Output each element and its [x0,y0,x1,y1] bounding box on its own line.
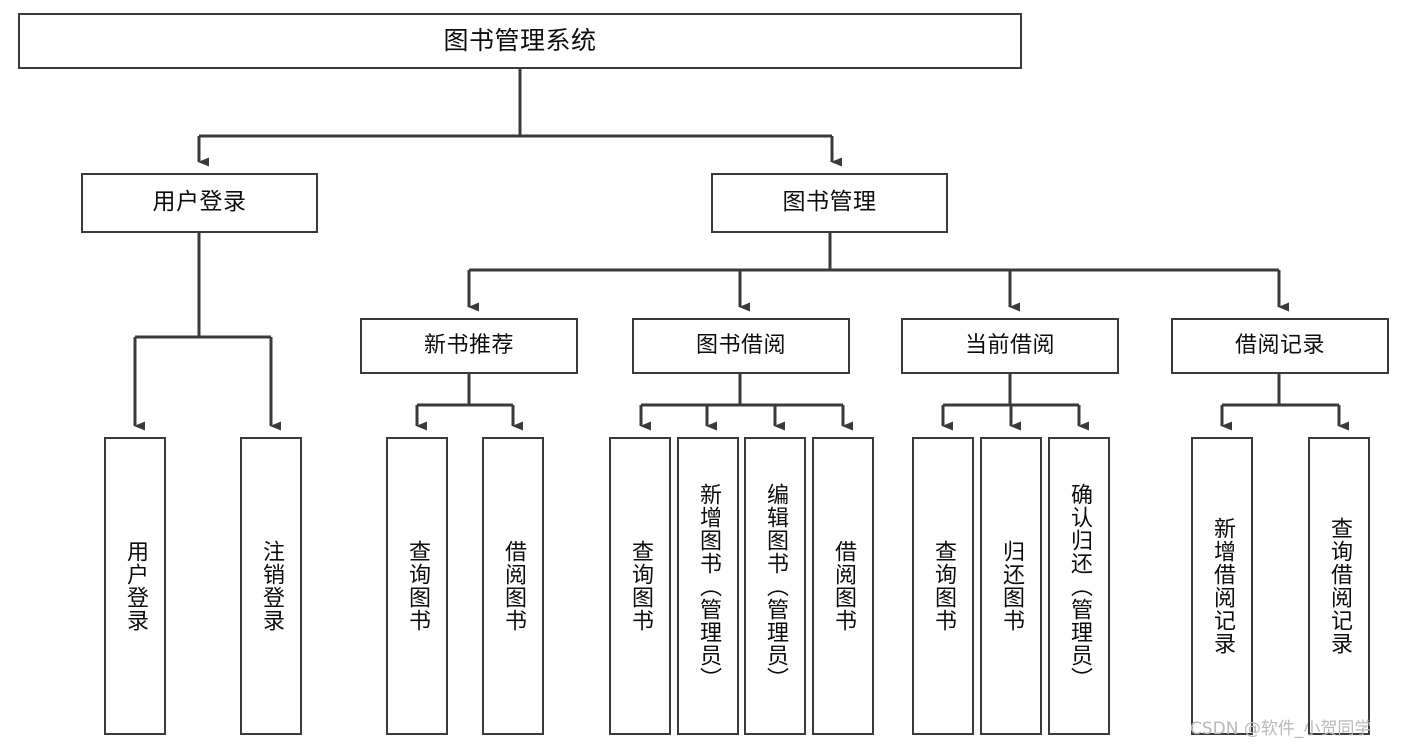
node-leaf-logout-label: 注销登录 [259,540,284,632]
node-root-label: 图书管理系统 [443,26,597,56]
node-leaf-query-book-1-label: 查询图书 [405,540,430,632]
node-leaf-add-record-label: 新增借阅记录 [1210,517,1235,655]
node-leaf-borrow-book-2[interactable]: 借阅图书 [812,437,874,735]
node-leaf-borrow-book-1[interactable]: 借阅图书 [482,437,544,735]
node-new-book-rec-label: 新书推荐 [423,333,514,359]
node-leaf-user-login-label: 用户登录 [123,540,148,632]
node-leaf-borrow-book-1-label: 借阅图书 [501,540,526,632]
node-leaf-return-book[interactable]: 归还图书 [980,437,1042,735]
node-book-borrow-label: 图书借阅 [695,333,786,359]
node-leaf-confirm-return-label: 确认归还（管理员） [1067,482,1092,690]
node-leaf-user-login[interactable]: 用户登录 [104,437,166,735]
node-leaf-return-book-label: 归还图书 [999,540,1024,632]
node-leaf-query-record[interactable]: 查询借阅记录 [1308,437,1370,735]
node-leaf-query-book-3[interactable]: 查询图书 [912,437,974,735]
node-leaf-query-book-2-label: 查询图书 [628,540,653,632]
node-leaf-edit-book[interactable]: 编辑图书（管理员） [744,437,806,735]
node-leaf-query-book-1[interactable]: 查询图书 [386,437,448,735]
node-leaf-borrow-book-2-label: 借阅图书 [831,540,856,632]
node-leaf-query-book-2[interactable]: 查询图书 [609,437,671,735]
node-leaf-add-record[interactable]: 新增借阅记录 [1191,437,1253,735]
node-current-borrow[interactable]: 当前借阅 [901,318,1119,374]
node-user-login[interactable]: 用户登录 [81,173,318,233]
node-current-borrow-label: 当前借阅 [964,333,1055,359]
node-book-borrow[interactable]: 图书借阅 [632,318,850,374]
node-leaf-logout[interactable]: 注销登录 [240,437,302,735]
node-user-login-label: 用户登录 [152,189,247,216]
node-borrow-record-label: 借阅记录 [1234,333,1325,359]
node-leaf-query-record-label: 查询借阅记录 [1327,517,1352,655]
node-book-manage-label: 图书管理 [782,189,877,216]
csdn-watermark: CSDN @软件_小贺同学 [1190,719,1372,739]
node-new-book-rec[interactable]: 新书推荐 [360,318,578,374]
node-root[interactable]: 图书管理系统 [18,13,1022,69]
node-book-manage[interactable]: 图书管理 [711,173,948,233]
node-leaf-add-book[interactable]: 新增图书（管理员） [677,437,739,735]
node-leaf-query-book-3-label: 查询图书 [931,540,956,632]
node-borrow-record[interactable]: 借阅记录 [1171,318,1389,374]
node-leaf-edit-book-label: 编辑图书（管理员） [763,482,788,690]
node-leaf-add-book-label: 新增图书（管理员） [696,482,721,690]
node-leaf-confirm-return[interactable]: 确认归还（管理员） [1048,437,1110,735]
